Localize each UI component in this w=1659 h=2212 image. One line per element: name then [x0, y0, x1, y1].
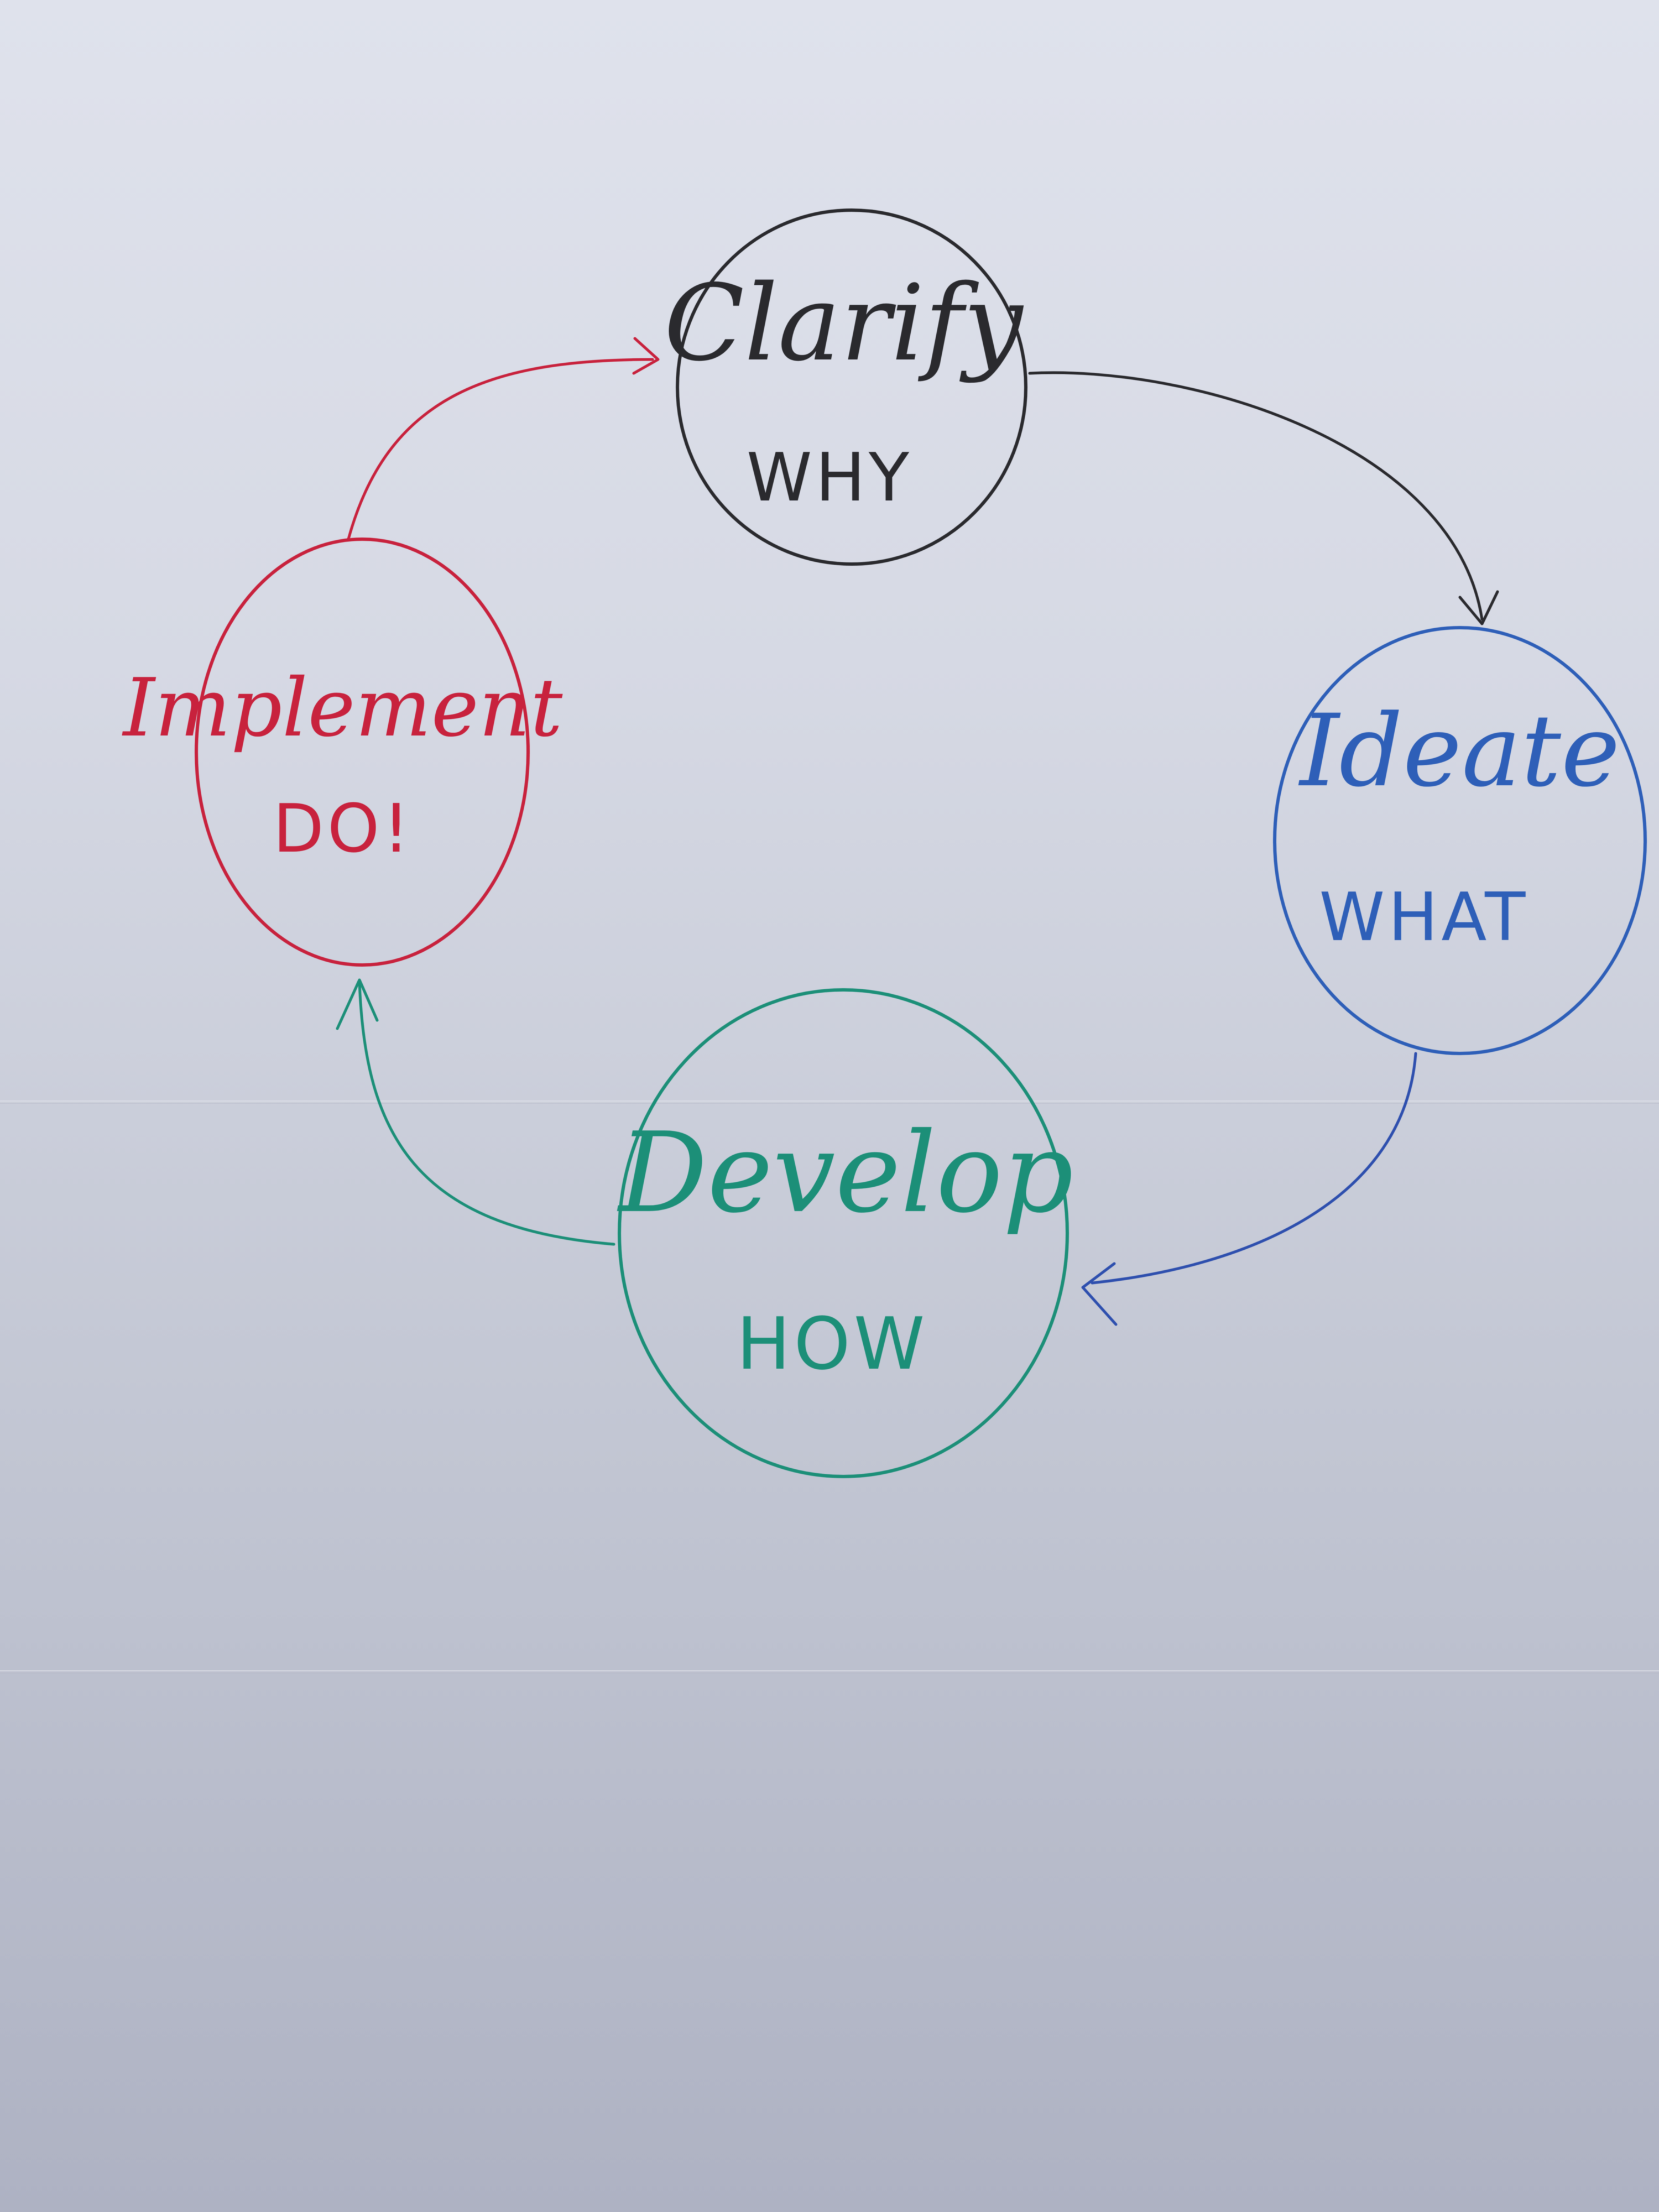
flow-arrow-line	[1028, 371, 1484, 621]
flow-arrow-develop-to-implement	[336, 978, 615, 1246]
flow-arrow-implement-to-clarify	[347, 337, 660, 541]
flow-arrow-line	[347, 358, 654, 541]
arrowhead-icon	[632, 337, 660, 375]
paper-fold	[0, 1100, 1659, 1104]
stage-circle-ideate	[1273, 626, 1647, 1055]
stage-ideate: Ideate WHAT	[1273, 626, 1647, 1055]
stage-title-clarify: Clarify	[664, 262, 1024, 384]
stage-title-ideate: Ideate	[1298, 693, 1620, 809]
flow-arrow-clarify-to-ideate	[1028, 371, 1499, 625]
arrowhead-icon	[1458, 590, 1499, 625]
paper-fold	[0, 1670, 1659, 1673]
arrowhead-icon	[336, 978, 379, 1030]
flow-arrow-ideate-to-develop	[1081, 1052, 1417, 1326]
stage-question-implement: DO!	[273, 791, 413, 868]
stage-clarify: Clarify WHY	[664, 208, 1027, 566]
stage-question-clarify: WHY	[747, 440, 912, 517]
stage-circle-implement	[195, 538, 530, 967]
flow-arrow-line	[358, 980, 615, 1246]
stage-question-ideate: WHAT	[1319, 879, 1529, 956]
stage-question-develop: HOW	[737, 1302, 928, 1386]
stage-develop: Develop HOW	[617, 988, 1073, 1478]
arrowhead-icon	[1081, 1262, 1118, 1326]
stage-circle-develop	[618, 988, 1069, 1478]
flow-arrow-line	[1091, 1052, 1417, 1285]
stage-title-implement: Implement	[122, 661, 563, 755]
stage-title-develop: Develop	[617, 1109, 1073, 1238]
stage-circle-clarify	[676, 208, 1027, 566]
stage-implement: Implement DO!	[122, 538, 563, 967]
